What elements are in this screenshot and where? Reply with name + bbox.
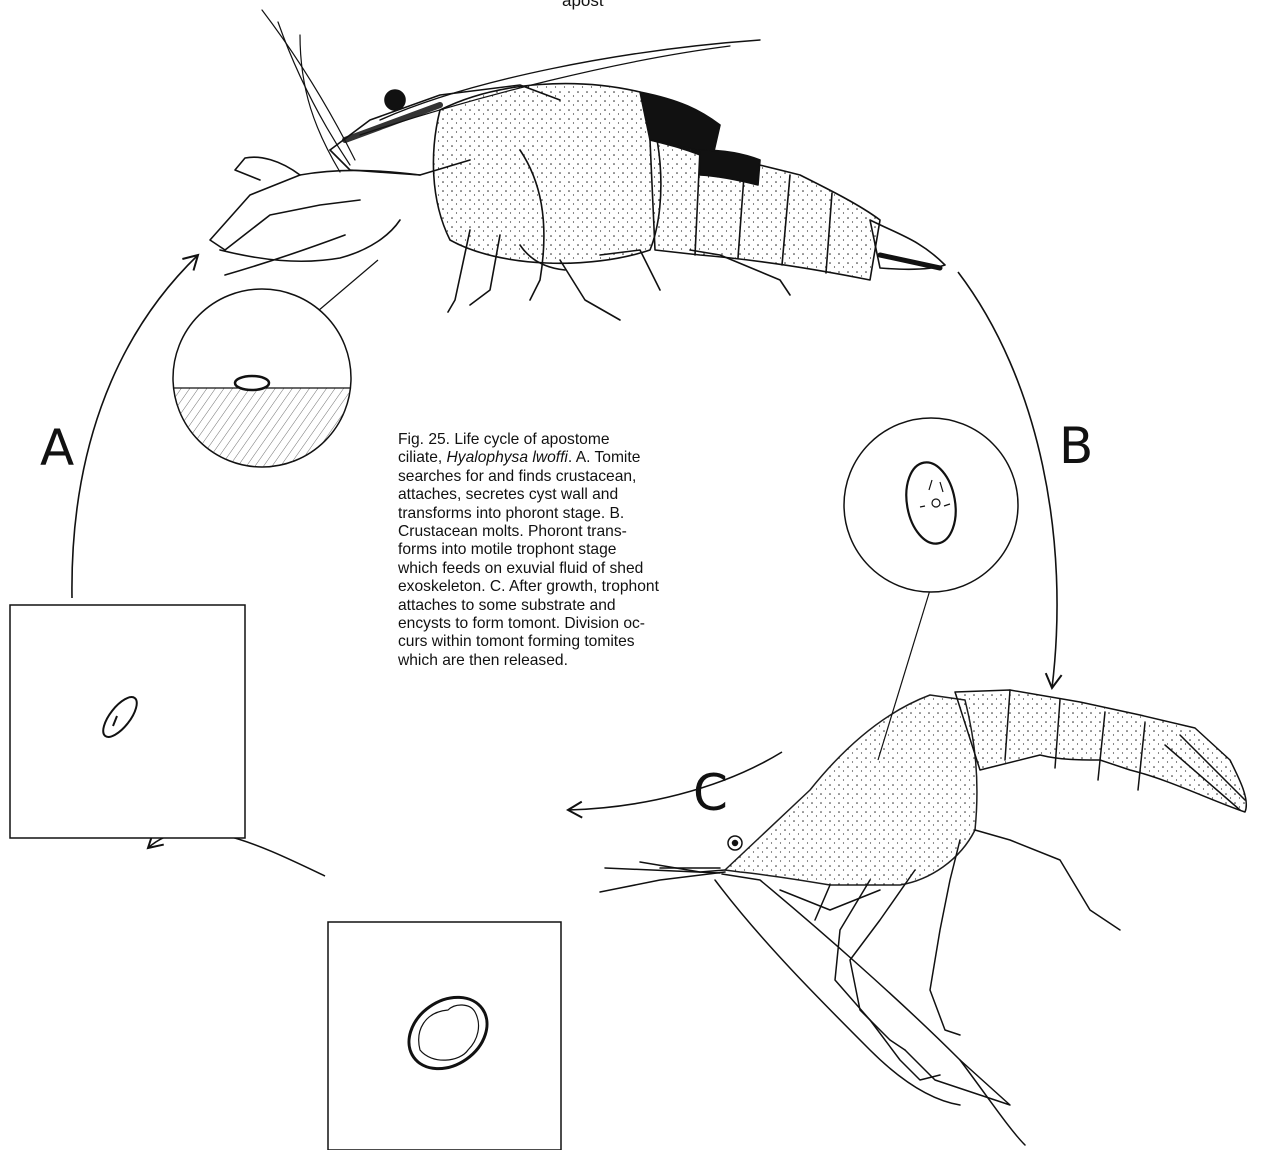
arrow-a: [72, 255, 198, 598]
caption-line: searches for and finds crustacean,: [398, 468, 768, 486]
tomont-box: [328, 922, 561, 1150]
caption-line: encysts to form tomont. Division oc-: [398, 615, 768, 633]
caption-line: which are then released.: [398, 652, 768, 670]
caption-line: forms into motile trophont stage: [398, 541, 768, 559]
caption-line: curs within tomont forming tomites: [398, 633, 768, 651]
stage-label-a: A: [40, 423, 74, 473]
phoront-inset-circle: [170, 289, 360, 488]
caption-line: ciliate, Hyalophysa lwoffi. A. Tomite: [398, 449, 768, 467]
top-cutoff-text: apost: [562, 0, 604, 10]
figure-caption: Fig. 25. Life cycle of apostome ciliate,…: [398, 431, 768, 670]
caption-text: . A. Tomite: [568, 449, 641, 466]
caption-species-name: Hyalophysa lwoffi: [447, 449, 568, 466]
caption-line: transforms into phoront stage. B.: [398, 505, 768, 523]
stage-label-c: C: [693, 768, 728, 818]
caption-text: ciliate,: [398, 449, 447, 466]
stage-label-b: B: [1059, 421, 1093, 471]
caption-line: which feeds on exuvial fluid of shed: [398, 560, 768, 578]
tomite-box: [10, 605, 245, 838]
caption-line: Crustacean molts. Phoront trans-: [398, 523, 768, 541]
crayfish-host-illustration: [210, 10, 945, 320]
phoront-cyst: [235, 376, 269, 390]
caption-line: exoskeleton. C. After growth, trophont: [398, 578, 768, 596]
caption-line: attaches to some substrate and: [398, 597, 768, 615]
caption-line: attaches, secretes cyst wall and: [398, 486, 768, 504]
molted-crayfish-illustration: [600, 690, 1246, 1145]
arrow-c: [568, 752, 782, 810]
caption-line: Fig. 25. Life cycle of apostome: [398, 431, 768, 449]
